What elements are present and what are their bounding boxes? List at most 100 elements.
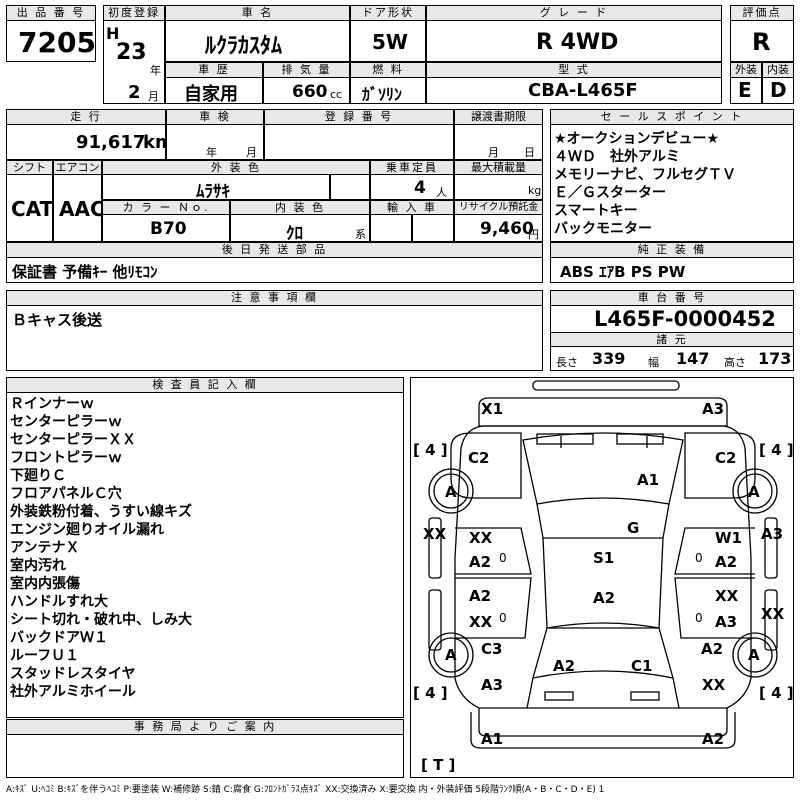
kei-unit: 系 bbox=[355, 228, 366, 241]
damage-label-c2-left: C2 bbox=[468, 449, 490, 467]
capacity-header: 乗車定員 bbox=[370, 160, 454, 175]
inspector-note-item: シート切れ・破れ中、しみ大 bbox=[10, 612, 192, 628]
car-name-value: ﾙｸﾗｶｽﾀﾑ bbox=[205, 34, 283, 59]
score-cell bbox=[730, 20, 794, 62]
sales-point-item: Ｅ／Ｇスターター bbox=[554, 185, 666, 201]
max-load-cell bbox=[454, 174, 543, 200]
history-cell bbox=[165, 77, 263, 104]
rear-parts-cell bbox=[6, 257, 543, 283]
aircon-value: AAC bbox=[59, 197, 105, 221]
grade-header: グ レ ー ド bbox=[426, 5, 722, 21]
capacity-value: 4 bbox=[414, 178, 426, 198]
reg-no-header: 登 録 番 号 bbox=[264, 109, 454, 125]
model-value: CBA-L465F bbox=[528, 80, 638, 101]
tire-label-rl: [ 4 ] bbox=[413, 684, 448, 702]
inspector-note-item: 室内内張傷 bbox=[10, 576, 80, 592]
model-cell bbox=[426, 77, 722, 104]
damage-label-xx-rear-door: XX bbox=[469, 613, 493, 631]
damage-label-g: G bbox=[627, 519, 640, 537]
history-value: 自家用 bbox=[184, 84, 238, 105]
sales-points-header: セ ー ル ス ポ イ ン ト bbox=[550, 109, 794, 125]
inspection-cell bbox=[166, 124, 264, 160]
color-no-header: カ ラ ー Ｎｏ. bbox=[102, 200, 230, 215]
car-name-cell bbox=[165, 20, 350, 62]
inspector-note-item: フロアパネルＣ穴 bbox=[10, 486, 122, 502]
dims-header: 諸 元 bbox=[550, 332, 794, 347]
insp-year-unit: 年 bbox=[206, 146, 217, 159]
door-cell bbox=[350, 20, 426, 62]
score-value: R bbox=[752, 28, 771, 56]
damage-label-a2-bottom: A2 bbox=[702, 730, 725, 748]
ext-color-sub-cell bbox=[330, 174, 370, 200]
persons-unit: 人 bbox=[436, 186, 447, 199]
damage-label-a1-hood: A1 bbox=[637, 471, 660, 489]
inspector-note-item: ハンドルすれ大 bbox=[10, 594, 108, 610]
inspector-note-item: バックドアＷ１ bbox=[10, 630, 108, 646]
tire-label-rr: [ 4 ] bbox=[759, 684, 794, 702]
inspector-note-item: センターピラーＸＸ bbox=[10, 432, 136, 448]
recycle-header: リサイクル預託金 bbox=[454, 200, 543, 215]
damage-label-x1: X1 bbox=[481, 400, 504, 418]
damage-label-a-fr: A bbox=[748, 483, 760, 501]
zero-mark-1: 0 bbox=[499, 551, 507, 565]
dims-cell bbox=[550, 346, 794, 371]
recycle-value: 9,460 bbox=[480, 219, 534, 239]
inspector-note-item: スタッドレスタイヤ bbox=[10, 666, 136, 682]
ext-score-value: E bbox=[738, 78, 752, 102]
reg-no-cell bbox=[264, 124, 454, 160]
chassis-cell bbox=[550, 305, 794, 333]
height-label: 高さ bbox=[724, 356, 746, 369]
transfer-header: 譲渡書期限 bbox=[454, 109, 543, 125]
damage-label-a3-right: A3 bbox=[761, 525, 784, 543]
transfer-cell bbox=[454, 124, 543, 160]
sales-point-item: メモリーナビ、フルセグＴＶ bbox=[554, 167, 736, 183]
zero-mark-4: 0 bbox=[695, 611, 703, 625]
mileage-header: 走 行 bbox=[6, 109, 166, 125]
transfer-month-unit: 月 bbox=[488, 146, 499, 159]
tire-label-fl: [ 4 ] bbox=[413, 441, 448, 459]
yen-unit: 円 bbox=[528, 228, 539, 241]
chassis-value: L465F-0000452 bbox=[594, 307, 776, 331]
rear-parts-value: 保証書 予備ｷｰ 他ﾘﾓｺﾝ bbox=[12, 263, 158, 281]
score-header: 評価点 bbox=[730, 5, 794, 21]
aircon-cell bbox=[53, 174, 102, 242]
damage-label-s1: S1 bbox=[593, 549, 615, 567]
chassis-header: 車 台 番 号 bbox=[550, 290, 794, 306]
inspector-note-item: 社外アルミホイール bbox=[10, 684, 136, 700]
interior-header: 内装 bbox=[762, 62, 794, 78]
fuel-cell bbox=[350, 77, 426, 104]
damage-label-a2-front-door: A2 bbox=[469, 553, 492, 571]
import-cell-a bbox=[370, 214, 412, 242]
ext-color-value: ﾑﾗｻｷ bbox=[196, 182, 230, 202]
recycle-cell bbox=[454, 214, 543, 242]
color-no-value: B70 bbox=[150, 219, 187, 239]
sales-point-item: スマートキー bbox=[554, 203, 638, 219]
damage-label-a-fl: A bbox=[445, 483, 457, 501]
reg-month-value: 2 bbox=[128, 82, 141, 103]
car-outline-diagram bbox=[428, 380, 778, 749]
door-header: ドア形状 bbox=[350, 5, 426, 21]
lot-no-header: 出 品 番 号 bbox=[6, 5, 96, 21]
car-diagram-panel: X1 A3 [ 4 ] [ 4 ] C2 C2 A1 A A XX A3 G X… bbox=[410, 377, 794, 778]
width-label: 幅 bbox=[648, 356, 659, 369]
reg-year-value: 23 bbox=[116, 40, 147, 65]
damage-label-a3-rear-left: A3 bbox=[481, 676, 504, 694]
year-unit: 年 bbox=[150, 64, 161, 77]
damage-label-a2-tail: A2 bbox=[553, 657, 576, 675]
ext-color-cell bbox=[102, 174, 330, 200]
ext-color-header: 外 装 色 bbox=[102, 160, 370, 175]
genuine-value: ABS ｴｱB PS PW bbox=[560, 263, 686, 281]
exterior-header: 外装 bbox=[730, 62, 762, 78]
int-color-header: 内 装 色 bbox=[230, 200, 370, 215]
damage-label-a3-top: A3 bbox=[702, 400, 725, 418]
history-header: 車 歴 bbox=[165, 62, 263, 78]
displacement-value: 660 bbox=[292, 82, 328, 102]
inspector-note-item: 室内汚れ bbox=[10, 558, 66, 574]
import-cell-b bbox=[412, 214, 454, 242]
displacement-header: 排 気 量 bbox=[263, 62, 350, 78]
shift-header: シフト bbox=[6, 160, 53, 175]
notes-cell bbox=[6, 305, 543, 371]
